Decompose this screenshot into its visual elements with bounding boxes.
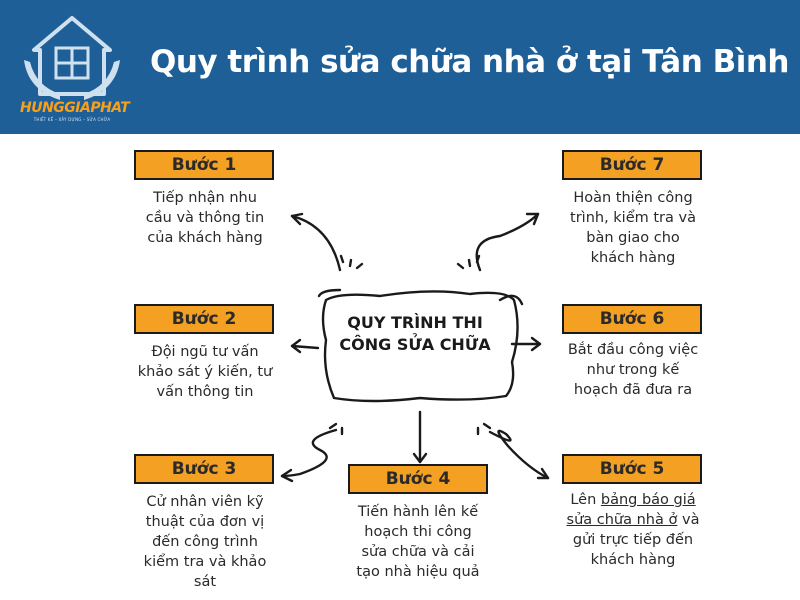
center-frame xyxy=(321,290,519,403)
arrow-step2 xyxy=(290,344,320,350)
desc-line: của khách hàng xyxy=(147,230,263,246)
step-6-badge: Bước 6 xyxy=(562,304,702,334)
step-6-description: Bắt đầu công việc như trong kế hoạch đã … xyxy=(548,340,718,400)
desc-line: hoạch thi công xyxy=(364,524,472,540)
step-5-description: Lên bảng báo giá sửa chữa nhà ở và gửi t… xyxy=(548,490,718,570)
desc-line: thuật của đơn vị xyxy=(145,514,265,530)
arrow-step1 xyxy=(290,214,342,272)
desc-line: đến công trình xyxy=(152,534,258,550)
step-3-description: Cử nhân viên kỹ thuật của đơn vị đến côn… xyxy=(120,492,290,592)
price-quote-link[interactable]: bảng báo giá xyxy=(600,492,696,508)
desc-line: bàn giao cho xyxy=(586,230,680,246)
desc-line: khách hàng xyxy=(590,552,676,568)
desc-line: kiểm tra và khảo xyxy=(143,554,267,570)
desc-line: khách hàng xyxy=(590,250,676,266)
desc-line: sửa chữa và cải xyxy=(361,544,475,560)
arrow-step3 xyxy=(280,428,338,478)
desc-line: hoạch đã đưa ra xyxy=(573,382,693,398)
arrow-step7 xyxy=(475,212,540,272)
desc-line: gửi trực tiếp đến xyxy=(572,532,694,548)
center-title: QUY TRÌNH THI CÔNG SỬA CHỮA xyxy=(330,312,500,356)
desc-line: tạo nhà hiệu quả xyxy=(356,564,480,580)
desc-line: khảo sát ý kiến, tư xyxy=(137,364,273,380)
desc-line: Cử nhân viên kỹ xyxy=(146,494,264,510)
desc-line: Tiếp nhận nhu xyxy=(153,190,257,206)
step-5-badge: Bước 5 xyxy=(562,454,702,484)
center-title-line2: CÔNG SỬA CHỮA xyxy=(339,335,491,354)
house-hands-logo-icon xyxy=(24,16,120,100)
header-banner: HUNGGIAPHAT THIẾT KẾ – XÂY DỰNG – SỬA CH… xyxy=(0,0,800,134)
desc-line: như trong kế xyxy=(586,362,680,378)
desc-text: Lên xyxy=(570,492,601,508)
step-1-description: Tiếp nhận nhu cầu và thông tin của khách… xyxy=(120,188,290,248)
desc-line: cầu và thông tin xyxy=(145,210,265,226)
step-4-badge: Bước 4 xyxy=(348,464,488,494)
desc-line: sửa chữa nhà ở và xyxy=(548,510,718,530)
desc-line: Lên bảng báo giá xyxy=(548,490,718,510)
step-1-badge: Bước 1 xyxy=(134,150,274,180)
step-7-badge: Bước 7 xyxy=(562,150,702,180)
step-3-badge: Bước 3 xyxy=(134,454,274,484)
page-title: Quy trình sửa chữa nhà ở tại Tân Bình xyxy=(150,44,789,80)
arrow-step5 xyxy=(488,429,550,480)
center-title-line1: QUY TRÌNH THI xyxy=(347,313,483,332)
step-7-description: Hoàn thiện công trình, kiểm tra và bàn g… xyxy=(548,188,718,268)
desc-line: vấn thông tin xyxy=(156,384,254,400)
desc-line: sát xyxy=(193,574,217,590)
step-2-badge: Bước 2 xyxy=(134,304,274,334)
desc-line: Bắt đầu công việc xyxy=(567,342,699,358)
desc-line: Hoàn thiện công xyxy=(573,190,693,206)
step-4-description: Tiến hành lên kế hoạch thi công sửa chữa… xyxy=(333,502,503,582)
desc-line: Đội ngũ tư vấn xyxy=(151,344,259,360)
desc-text: và xyxy=(677,512,700,528)
desc-line: Tiến hành lên kế xyxy=(357,504,479,520)
house-repair-link[interactable]: sửa chữa nhà ở xyxy=(566,512,678,528)
step-2-description: Đội ngũ tư vấn khảo sát ý kiến, tư vấn t… xyxy=(120,342,290,402)
logo-text: HUNGGIAPHAT xyxy=(20,100,130,116)
desc-line: trình, kiểm tra và xyxy=(570,210,696,226)
logo-subtitle: THIẾT KẾ – XÂY DỰNG – SỬA CHỮA xyxy=(33,117,111,122)
